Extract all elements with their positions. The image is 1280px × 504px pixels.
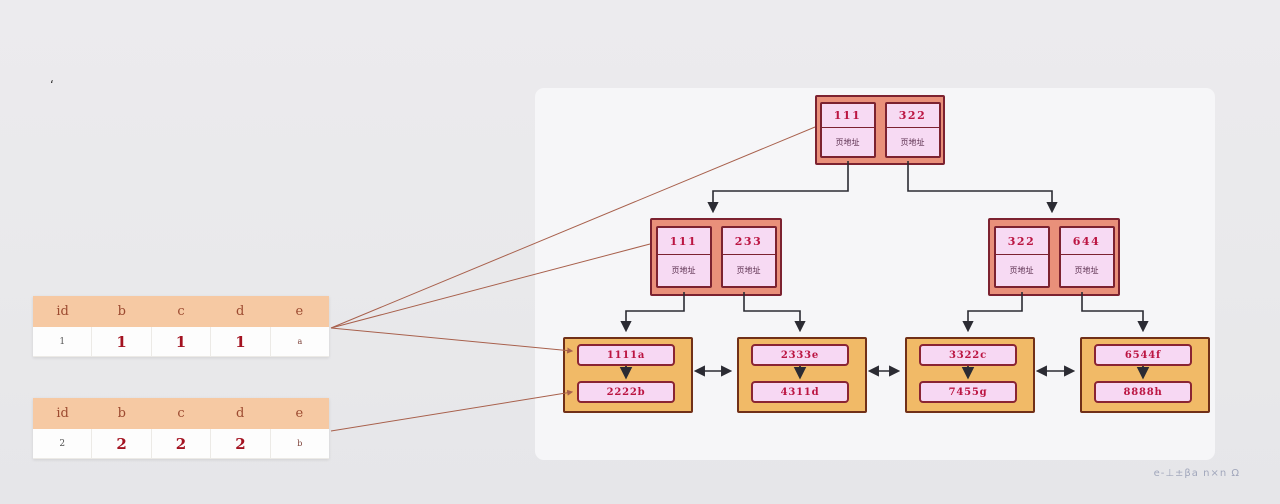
leaf-record: 8888h [1094,381,1192,403]
btree-internal-node-left: 111 页地址 233 页地址 [650,218,782,296]
record-table-2: id b c d e 2 2 2 2 b [33,398,330,459]
header-cell-id: id [56,406,69,421]
key-cell: 111 页地址 [655,226,712,288]
leaf-record: 7455g [919,381,1017,403]
record-table-1: id b c d e 1 1 1 1 a [33,296,330,357]
btree-leaf-node-1: 1111a 2222b [563,337,693,413]
header-cell-d: d [235,304,245,319]
key-value: 111 [821,104,874,129]
key-cell: 233 页地址 [720,226,777,288]
cell-d: 2 [210,429,270,459]
leaf-record: 3322c [919,344,1017,366]
header-cell-b: b [117,304,126,319]
key-value: 322 [886,104,939,129]
key-value: 233 [722,228,775,256]
cell-b: 2 [91,429,151,459]
table-header-row: id b c d e [33,398,329,429]
leaf-record: 6544f [1094,344,1192,366]
watermark: e-⊥±βa n×n Ω [1153,468,1240,479]
btree-root-node: 111 页地址 322 页地址 [815,95,945,165]
header-cell-e: e [295,406,304,421]
btree-internal-node-right: 322 页地址 644 页地址 [988,218,1120,296]
cell-e: a [269,327,330,357]
page-address-label: 页地址 [671,265,696,275]
leaf-record: 1111a [577,344,675,366]
table-header-row: id b c d e [33,296,329,327]
key-value: 111 [657,228,710,256]
leaf-record: 2222b [577,381,675,403]
header-cell-id: id [56,304,69,319]
key-cell: 322 页地址 [884,102,941,158]
page-address-label: 页地址 [835,137,860,147]
page-address-label: 页地址 [900,137,925,147]
header-cell-d: d [235,406,245,421]
key-cell: 111 页地址 [819,102,876,158]
key-cell: 322 页地址 [993,226,1050,288]
header-cell-b: b [117,406,126,421]
key-value: 644 [1060,228,1113,256]
cell-e: b [269,429,330,459]
table-row: 2 2 2 2 b [33,429,330,459]
btree-leaf-node-2: 2333e 4311d [737,337,867,413]
leaf-record: 4311d [751,381,849,403]
header-cell-c: c [177,406,185,421]
key-cell: 644 页地址 [1058,226,1115,288]
header-cell-c: c [177,304,185,319]
btree-leaf-node-3: 3322c 7455g [905,337,1035,413]
key-value: 322 [995,228,1048,256]
page-address-label: 页地址 [1009,265,1034,275]
cell-c: 2 [150,429,211,459]
header-cell-e: e [295,304,304,319]
table-row: 1 1 1 1 a [33,327,330,357]
cell-d: 1 [210,327,270,357]
page-address-label: 页地址 [736,265,761,275]
cell-c: 1 [150,327,211,357]
cell-id: 1 [33,327,92,357]
cell-id: 2 [33,429,92,459]
cell-b: 1 [91,327,151,357]
stray-mark: ʻ [50,78,54,92]
leaf-record: 2333e [751,344,849,366]
page-address-label: 页地址 [1074,265,1099,275]
btree-leaf-node-4: 6544f 8888h [1080,337,1210,413]
